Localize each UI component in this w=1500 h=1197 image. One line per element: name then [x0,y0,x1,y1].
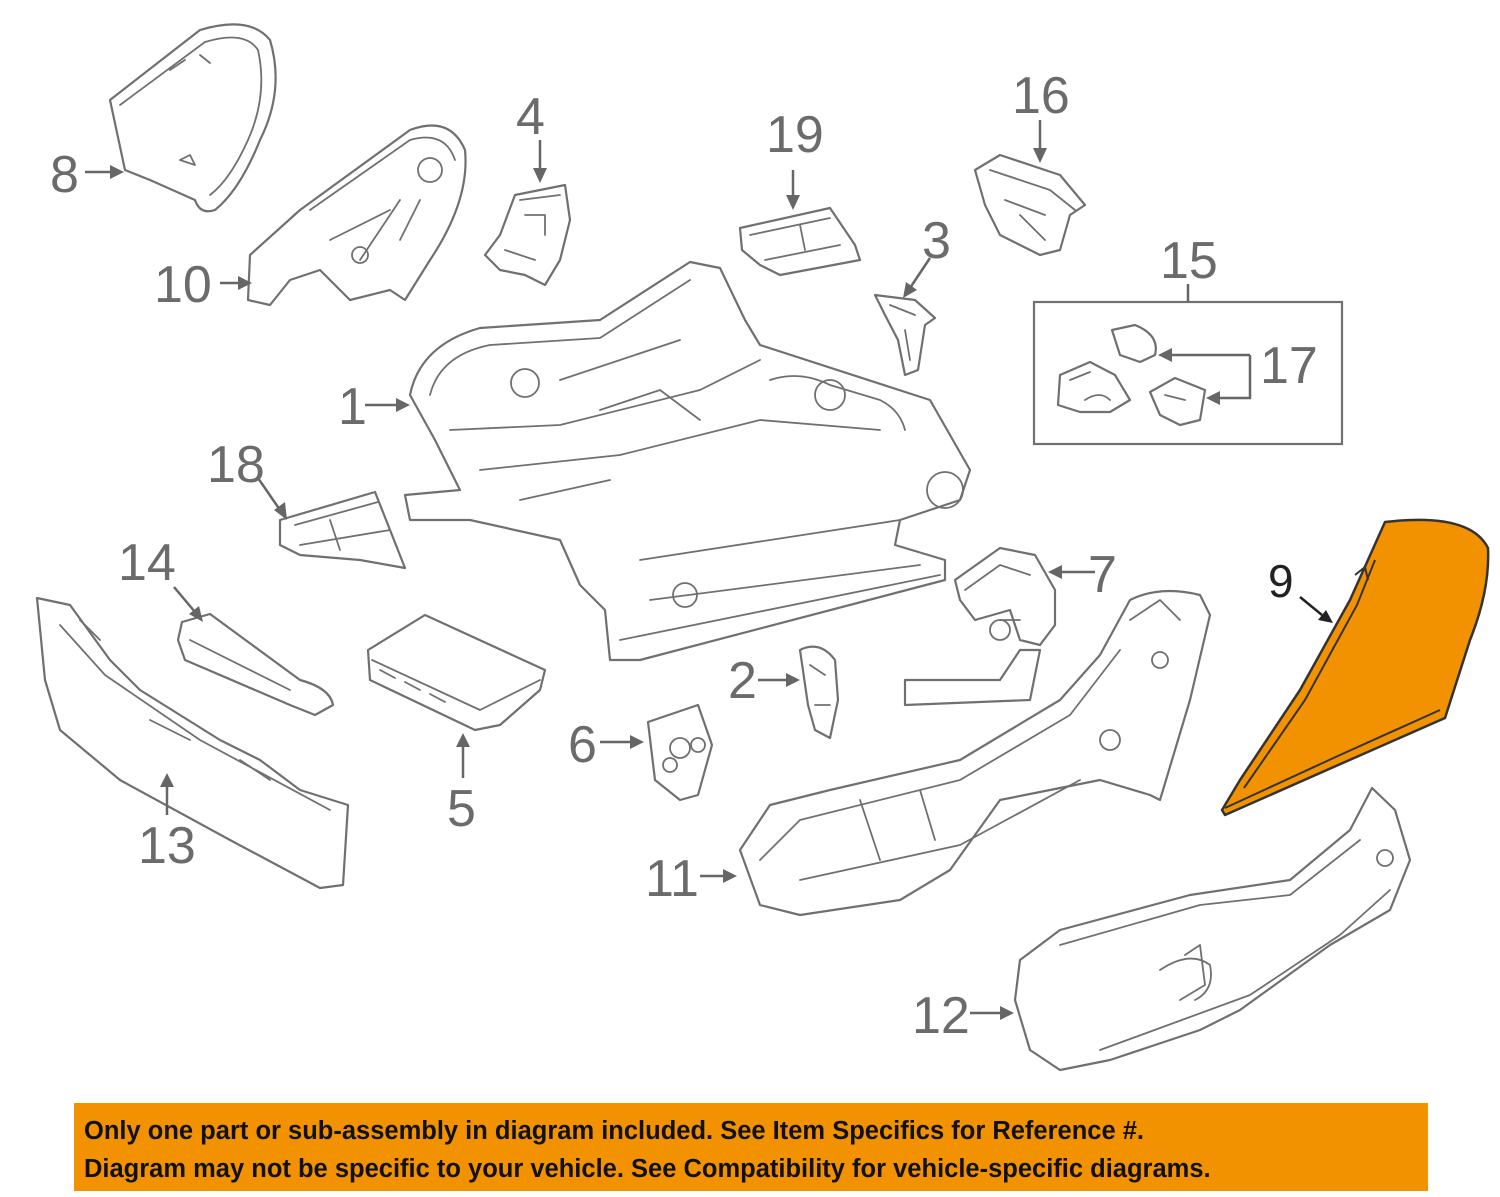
part-7-motor [903,546,1057,707]
callout-6: 6 [568,716,597,774]
part-15-kit-box [1032,300,1344,446]
callout-8: 8 [50,146,79,204]
part-19-cover [738,206,862,277]
part-14-trim [176,612,335,717]
callout-14: 14 [118,534,176,592]
part-16-connector [973,153,1087,257]
part-6-switch [646,703,714,802]
part-1-seat-frame [403,260,972,662]
callout-3: 3 [922,212,951,270]
callout-15: 15 [1160,232,1218,290]
callout-4: 4 [516,88,545,146]
callout-11: 11 [645,850,699,908]
callout-labels: 1 2 3 4 5 6 7 8 9 10 11 12 13 14 15 16 1… [50,67,1318,1045]
callout-19: 19 [766,106,824,164]
part-11-side-shield [738,589,1212,917]
part-12-outer-shield [1013,786,1412,1072]
part-18-cover [278,490,407,570]
part-9-highlighted-cover [1220,518,1490,817]
callout-17: 17 [1260,337,1318,395]
callout-9: 9 [1268,555,1294,607]
disclaimer-banner: Only one part or sub-assembly in diagram… [74,1103,1428,1191]
part-2-clip [798,645,840,740]
callout-5: 5 [447,780,476,838]
callout-1: 1 [338,378,367,436]
disclaimer-line-1: Only one part or sub-assembly in diagram… [84,1117,1144,1145]
callout-2: 2 [728,652,757,710]
part-10-recliner [246,124,467,307]
part-3-clip [873,293,937,377]
callout-18: 18 [207,436,265,494]
part-5-module [366,613,547,732]
part-13-side-shield [35,596,350,890]
callout-7: 7 [1088,546,1117,604]
callout-13: 13 [138,817,196,875]
callout-16: 16 [1012,67,1070,125]
part-4-bracket [483,183,572,287]
callout-12: 12 [912,987,970,1045]
callout-10: 10 [154,256,212,314]
disclaimer-line-2: Diagram may not be specific to your vehi… [84,1155,1211,1183]
leader-lines [85,120,1333,1020]
part-8-outer-shield [108,23,277,213]
